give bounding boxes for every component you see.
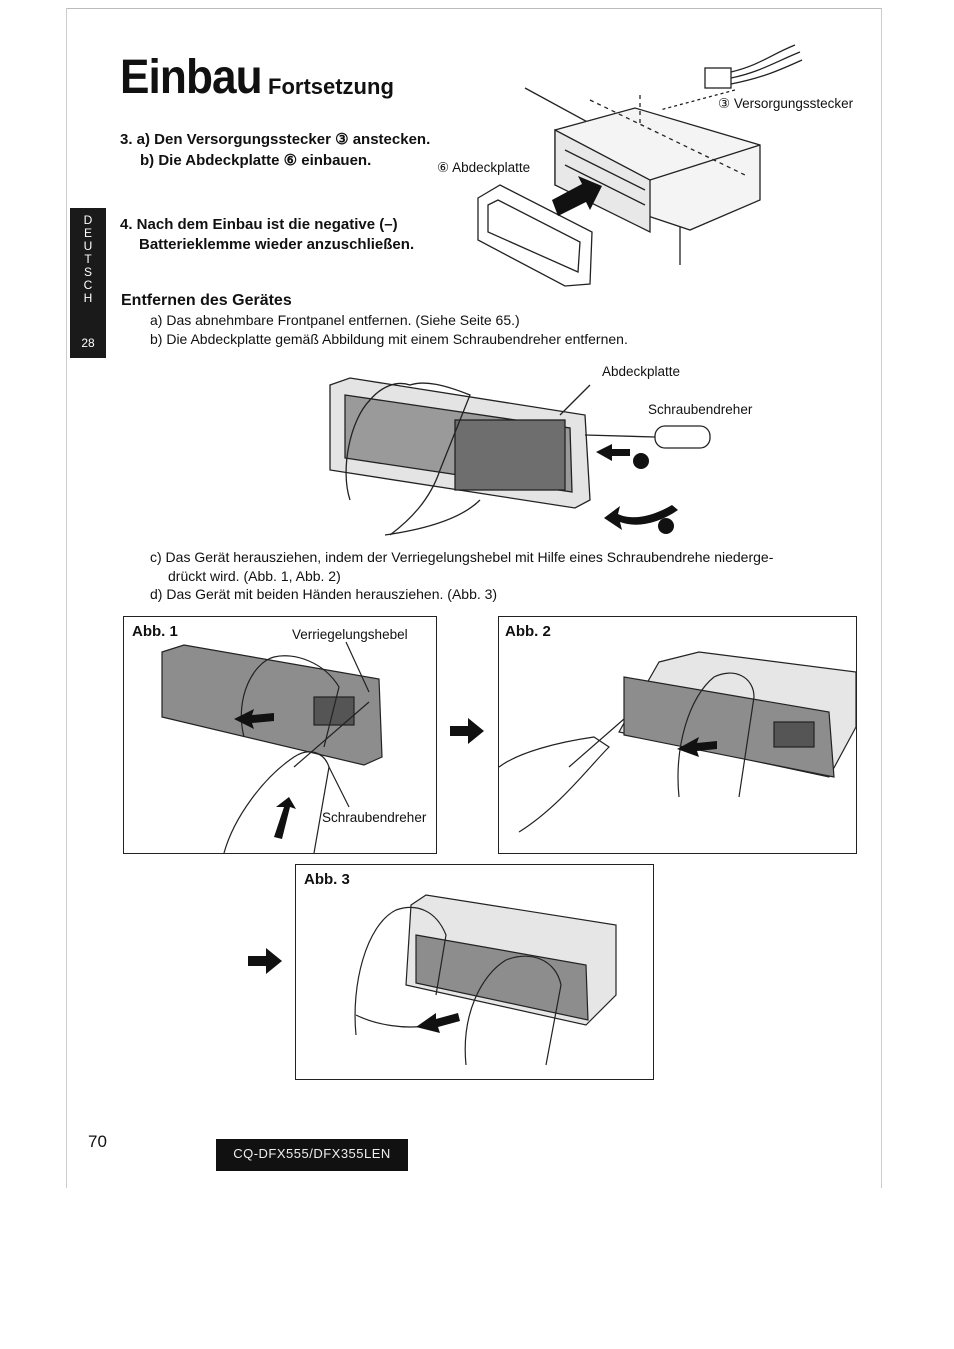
page-frame-top bbox=[66, 8, 881, 9]
side-tab-language: D E U T S C H bbox=[83, 213, 93, 305]
marker-2 bbox=[658, 518, 674, 534]
installation-illustration bbox=[477, 44, 803, 287]
figure-abb1: Abb. 1 Verriegelungshebel Schraubendrehe… bbox=[123, 616, 437, 854]
page-subtitle: Fortsetzung bbox=[268, 74, 394, 99]
figure-abb2: Abb. 2 bbox=[498, 616, 857, 854]
arrow-right-icon bbox=[450, 718, 484, 744]
removal-heading: Entfernen des Gerätes bbox=[121, 292, 292, 309]
side-tab-letters: D E U T S C H bbox=[70, 214, 106, 305]
step-4-line1: 4. Nach dem Einbau ist die negative (–) bbox=[120, 216, 398, 233]
figure-abb1-title: Abb. 1 bbox=[132, 623, 178, 640]
step-3b: b) Die Abdeckplatte ⑥ einbauen. bbox=[140, 152, 372, 169]
remove-cover-illustration bbox=[329, 377, 711, 536]
label-connector: ③ Versorgungsstecker bbox=[718, 96, 854, 111]
page-number: 70 bbox=[88, 1132, 107, 1151]
removal-step-c-line2: drückt wird. (Abb. 1, Abb. 2) bbox=[168, 568, 341, 584]
page-title: Einbau bbox=[120, 51, 263, 104]
figure-abb2-title: Abb. 2 bbox=[505, 623, 551, 640]
language-side-tab: D E U T S C H 28 bbox=[70, 208, 106, 358]
model-label: CQ-DFX555/DFX355LEN bbox=[216, 1139, 408, 1171]
arrow-right-icon-2 bbox=[248, 948, 282, 974]
marker-1 bbox=[633, 453, 649, 469]
page-frame-left bbox=[66, 8, 67, 1188]
step-3a: 3. a) Den Versorgungsstecker ③ anstecken… bbox=[120, 131, 431, 148]
removal-step-a: a) Das abnehmbare Frontpanel entfernen. … bbox=[150, 312, 520, 328]
step-4-line2: Batterieklemme wieder anzuschließen. bbox=[139, 236, 415, 253]
abb3-illustration bbox=[354, 894, 617, 1066]
side-tab-page: 28 bbox=[81, 336, 95, 350]
abb1-illustration bbox=[161, 641, 383, 854]
page-frame-right bbox=[881, 8, 882, 1188]
removal-step-c-line1: c) Das Gerät herausziehen, indem der Ver… bbox=[150, 549, 774, 565]
label-abb1-schraubendreher: Schraubendreher bbox=[322, 810, 427, 825]
figure-abb3-title: Abb. 3 bbox=[304, 871, 350, 888]
label-cover-plate: ⑥ Abdeckplatte bbox=[437, 160, 531, 175]
label-verriegelungshebel: Verriegelungshebel bbox=[292, 627, 408, 642]
label-schraubendreher: Schraubendreher bbox=[648, 402, 753, 417]
label-abdeckplatte: Abdeckplatte bbox=[602, 364, 681, 379]
removal-step-d: d) Das Gerät mit beiden Händen herauszie… bbox=[150, 586, 498, 602]
removal-step-b: b) Die Abdeckplatte gemäß Abbildung mit … bbox=[150, 331, 628, 347]
figure-abb3: Abb. 3 bbox=[295, 864, 654, 1080]
abb2-illustration bbox=[498, 651, 857, 833]
